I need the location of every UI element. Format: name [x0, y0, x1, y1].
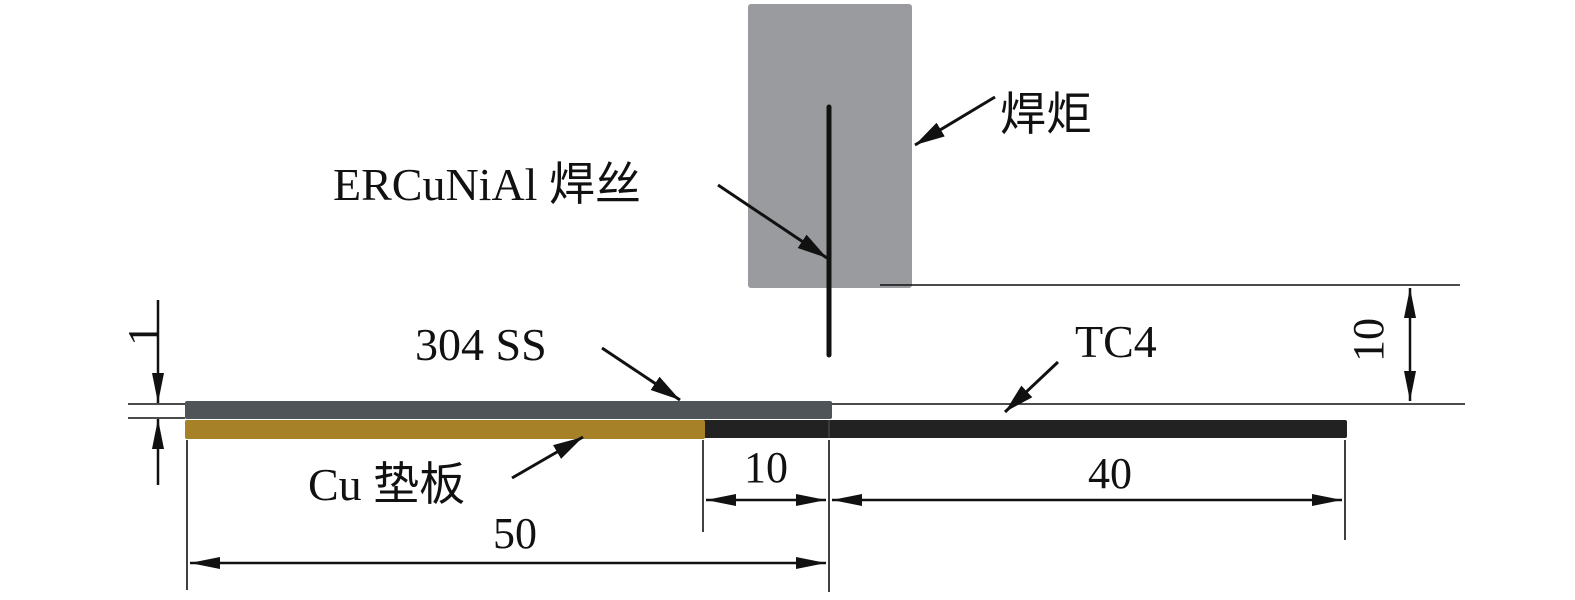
ss-label: 304 SS [415, 319, 547, 370]
torch-height-dim: 10 [1344, 318, 1393, 362]
cu-label: Cu 垫板 [308, 459, 465, 510]
tc4-plate [700, 420, 1347, 438]
ss-length-dim: 50 [493, 509, 537, 558]
tc4-length-dim: 40 [1088, 449, 1132, 498]
tc4-label: TC4 [1075, 316, 1157, 367]
ss-plate [185, 401, 832, 419]
cu-backing-plate [185, 420, 705, 439]
thickness-dim: 1 [119, 324, 168, 346]
overlap-dim: 10 [744, 443, 788, 492]
reference-lines [128, 284, 1465, 592]
torch-label: 焊炬 [1000, 89, 1092, 140]
wire-label: ERCuNiAl 焊丝 [333, 159, 641, 210]
leader-arrows [511, 95, 1060, 480]
dimension-arrows [152, 288, 1416, 569]
